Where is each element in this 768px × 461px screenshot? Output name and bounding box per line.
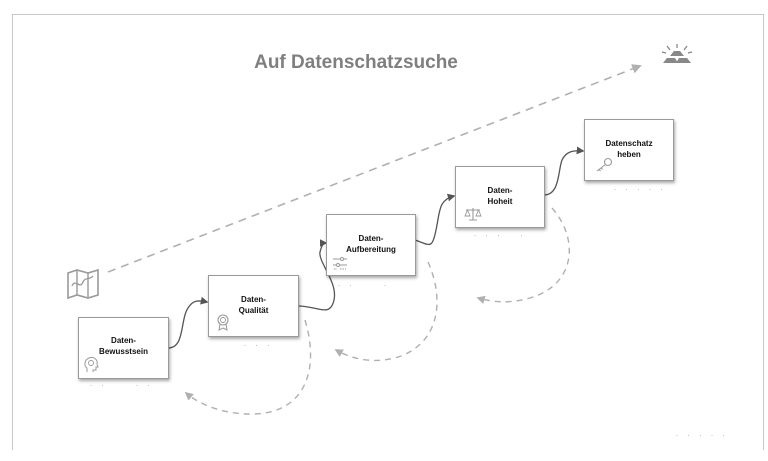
step-label: Bewusstsein bbox=[99, 347, 148, 356]
connector-1-2 bbox=[167, 296, 209, 349]
step-label: Daten- bbox=[358, 234, 384, 243]
step-label: Datenschatz bbox=[605, 139, 653, 148]
step-hoheit: Daten- Hoheit bbox=[455, 166, 545, 228]
dot-marks: · · · bbox=[338, 283, 390, 289]
step-aufbereitung: Daten- Aufbereitung bbox=[326, 214, 416, 276]
map-icon bbox=[67, 268, 99, 300]
step-label: Aufbereitung bbox=[346, 245, 396, 254]
loop-4 bbox=[476, 207, 571, 304]
step-label: Qualität bbox=[238, 306, 269, 315]
award-badge-icon bbox=[217, 314, 229, 331]
data-flow-icon bbox=[333, 257, 347, 270]
step-bewusstsein: Daten- Bewusstsein bbox=[78, 317, 169, 379]
gold-bars-icon bbox=[661, 44, 693, 63]
dot-marks: · · · · · bbox=[614, 187, 667, 193]
dot-marks: · · · · bbox=[90, 383, 154, 389]
loop-3 bbox=[334, 261, 438, 362]
connector-4-5 bbox=[543, 146, 585, 196]
step-label: Daten- bbox=[111, 336, 136, 345]
dot-marks: · · · · · bbox=[676, 433, 729, 439]
step-qualitaet: Daten- Qualität bbox=[208, 275, 299, 337]
scales-icon bbox=[464, 208, 482, 221]
page-title: Auf Datenschatzsuche bbox=[254, 52, 458, 73]
dot-marks: · · · bbox=[244, 343, 274, 349]
dot-marks: · · · · bbox=[474, 233, 527, 239]
step-label: Hoheit bbox=[487, 197, 513, 206]
step-schatz-heben: Datenschatz heben bbox=[584, 119, 674, 181]
head-lightbulb-icon bbox=[84, 357, 99, 372]
connector-3-4 bbox=[414, 193, 456, 246]
step-label: heben bbox=[617, 150, 641, 159]
step-label: Daten- bbox=[487, 186, 513, 195]
step-label: Daten- bbox=[241, 295, 266, 304]
goal-arrow bbox=[107, 64, 642, 273]
key-icon bbox=[596, 157, 613, 172]
slide-frame bbox=[12, 14, 764, 450]
loop-2 bbox=[184, 319, 312, 415]
